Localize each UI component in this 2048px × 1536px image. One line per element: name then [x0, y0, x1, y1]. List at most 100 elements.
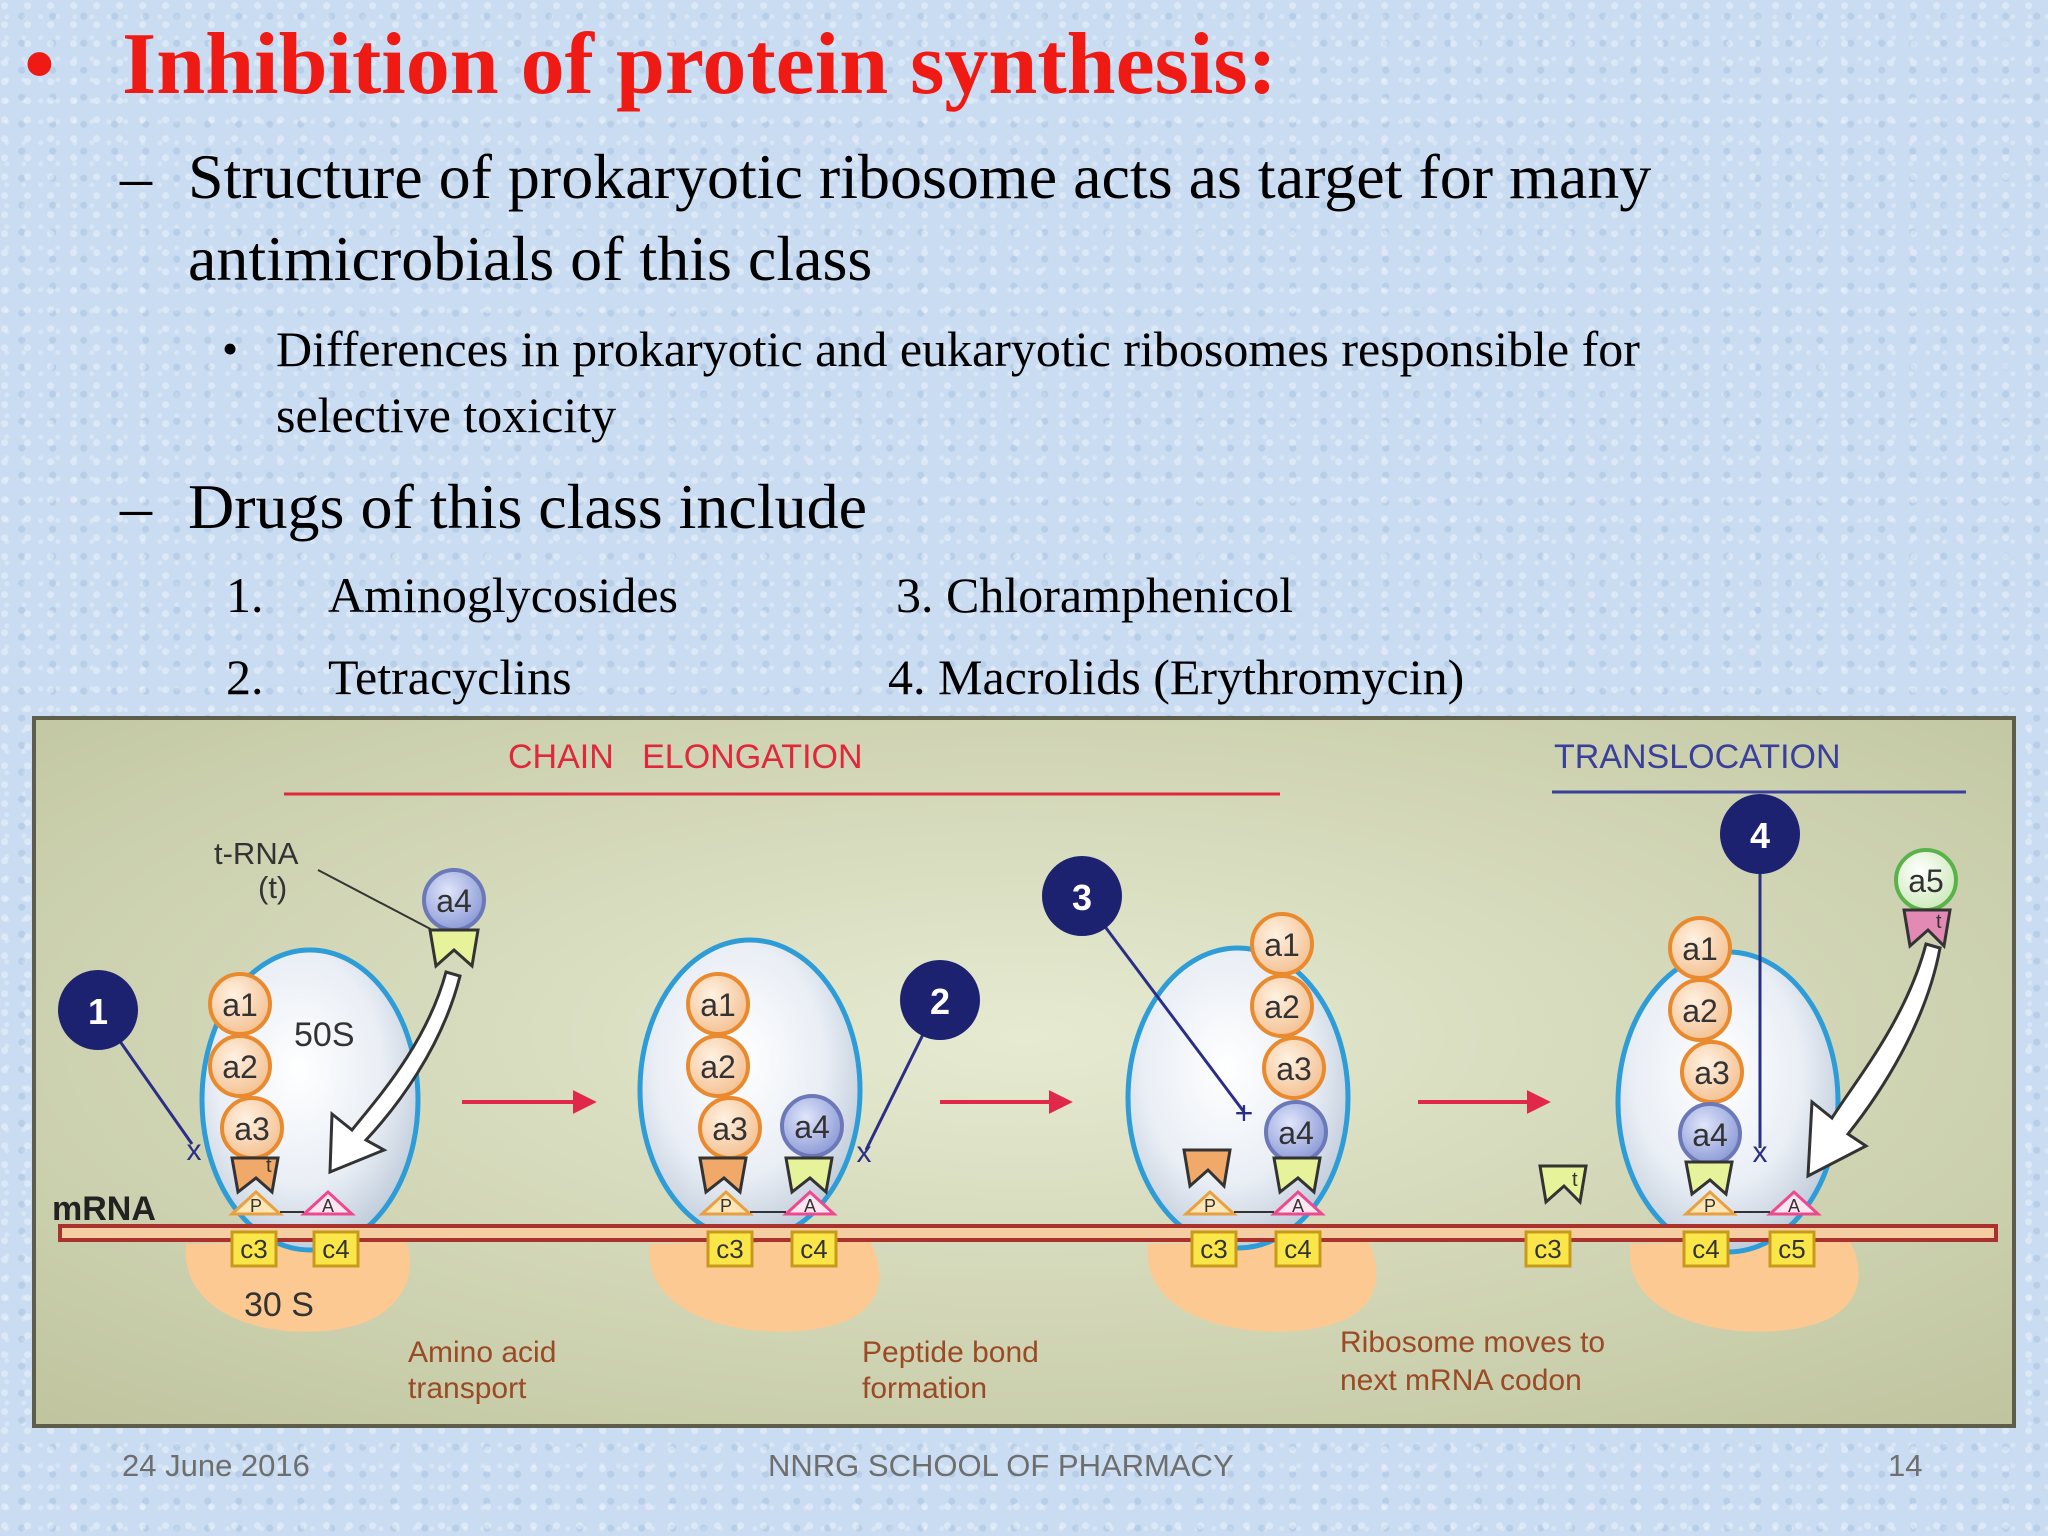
amino-acid-a4-label: a4 [794, 1109, 830, 1145]
codon-c4-2-label: c4 [800, 1234, 827, 1264]
heading-chain-elongation: CHAIN ELONGATION [508, 738, 863, 776]
title-bullet: • [24, 16, 55, 113]
amino-acid-a1-label: a1 [222, 987, 258, 1023]
codon-c5-4 [1768, 1230, 1816, 1268]
point-2-line-1: Drugs of this class include [188, 471, 867, 542]
amino-acid-a4 [780, 1094, 844, 1158]
site-a-2 [782, 1189, 838, 1216]
amino-acid-a4-label: a4 [1278, 1115, 1314, 1151]
step-4-number: 4 [1750, 815, 1770, 856]
site-a-1-label: A [322, 1196, 334, 1216]
site-a-4 [1766, 1189, 1822, 1216]
amino-acid-a3 [1680, 1040, 1744, 1104]
footer-page-number: 14 [1888, 1448, 1923, 1483]
block-mark-3: + [1235, 1095, 1254, 1131]
trna-a5-t-mark: t [1936, 911, 1942, 933]
amino-acid-a5-label: a5 [1908, 863, 1944, 899]
site-p-1 [228, 1189, 284, 1216]
codon-c5-4-label: c5 [1778, 1234, 1805, 1264]
trna-label: t-RNA [214, 836, 299, 871]
trna-exit-arrow-4 [1806, 942, 1942, 1179]
codon-c4-4-label: c4 [1692, 1234, 1719, 1264]
trna-p-site-4 [1684, 1160, 1734, 1197]
site-p-2 [698, 1189, 754, 1216]
trna-released [1538, 1164, 1588, 1206]
codon-c3-4-label: c3 [1534, 1234, 1561, 1264]
slide-title: •Inhibition of protein synthesis: [24, 14, 1277, 115]
codon-c3-4 [1524, 1230, 1572, 1268]
inhibitor-3-line [1080, 895, 1246, 1113]
block-mark-1: x [187, 1134, 202, 1167]
trna-released-t-mark: t [1572, 1169, 1578, 1191]
subpoint-marker: • [222, 323, 239, 374]
step-1-badge [58, 970, 138, 1050]
site-a-1 [300, 1189, 356, 1216]
amino-acid-a1-label: a1 [1264, 927, 1300, 963]
amino-acid-a2-label: a2 [222, 1049, 258, 1085]
site-p-4-label: P [1704, 1196, 1716, 1216]
amino-acid-a2-label: a2 [700, 1049, 736, 1085]
subunit-50s-label: 50S [294, 1016, 355, 1054]
codon-c3-1 [230, 1230, 278, 1268]
footer-date: 24 June 2016 [122, 1448, 310, 1483]
amino-acid-a2 [1668, 978, 1732, 1042]
amino-acid-a2 [1250, 974, 1314, 1038]
trna-p-site-1 [230, 1156, 280, 1195]
subpoint-line-2: selective toxicity [276, 387, 617, 443]
subpoint-line-1: Differences in prokaryotic and eukaryoti… [276, 321, 1640, 377]
amino-acid-a3-label: a3 [234, 1111, 270, 1147]
caption-step-3-line-1: Ribosome moves to [1340, 1326, 1605, 1359]
drug-4: 4. Macrolids (Erythromycin) [888, 649, 1465, 705]
site-a-4-label: A [1788, 1196, 1800, 1216]
subunit-30s-label: 30 S [244, 1286, 314, 1324]
drug-1-name: Aminoglycosides [328, 567, 678, 623]
codon-c4-1-label: c4 [322, 1234, 349, 1264]
ribosome-50s-2 [637, 937, 863, 1243]
site-a-3-label: A [1292, 1196, 1304, 1216]
block-mark-4: x [1753, 1136, 1768, 1169]
trna-p-site-2 [698, 1156, 748, 1195]
amino-acid-a3-label: a3 [1276, 1051, 1312, 1087]
point-2-marker: – [120, 471, 152, 542]
site-p-3 [1182, 1189, 1238, 1216]
trna-a-site-2 [784, 1156, 834, 1195]
codon-c4-2 [790, 1230, 838, 1268]
protein-synthesis-diagram: CHAIN ELONGATION TRANSLOCATION mRNA 50S … [32, 716, 2016, 1428]
amino-acid-a3 [1262, 1036, 1326, 1100]
amino-acid-a2-label: a2 [1682, 993, 1718, 1029]
trna-p-site-3 [1182, 1148, 1232, 1190]
block-mark-2: x [857, 1136, 872, 1169]
caption-step-3-line-2: next mRNA codon [1340, 1364, 1582, 1397]
mrna-label: mRNA [52, 1190, 156, 1228]
site-p-2-label: P [720, 1196, 732, 1216]
drug-2-name: Tetracyclins [328, 649, 572, 705]
codon-c3-3 [1190, 1230, 1238, 1268]
site-p-3-label: P [1204, 1196, 1216, 1216]
amino-acid-a1-label: a1 [700, 987, 736, 1023]
codon-c4-3-label: c4 [1284, 1234, 1311, 1264]
caption-step-2-line-2: formation [862, 1372, 987, 1405]
step-3-number: 3 [1072, 877, 1092, 918]
point-1-line-2: antimicrobials of this class [188, 223, 873, 294]
heading-translocation: TRANSLOCATION [1554, 738, 1841, 776]
mrna-strand [58, 1224, 1998, 1242]
amino-acid-a4-label: a4 [1692, 1117, 1728, 1153]
amino-acid-a4-label: a4 [436, 883, 472, 919]
codon-c3-2 [706, 1230, 754, 1268]
point-1-line-1: Structure of prokaryotic ribosome acts a… [188, 141, 1652, 212]
site-p-4 [1682, 1189, 1738, 1216]
trna-t-mark-1: t [266, 1155, 272, 1177]
trna-incoming [428, 928, 480, 969]
caption-step-2-line-1: Peptide bond [862, 1336, 1039, 1369]
step-4-badge [1720, 794, 1800, 874]
trna-entry-arrow-1 [328, 970, 462, 1175]
amino-acid-a2 [686, 1034, 750, 1098]
site-p-1-label: P [250, 1196, 262, 1216]
step-2-number: 2 [930, 981, 950, 1022]
amino-acid-a3-label: a3 [712, 1111, 748, 1147]
codon-c4-3 [1274, 1230, 1322, 1268]
point-1-marker: – [120, 141, 152, 212]
caption-step-1-line-2: transport [408, 1372, 527, 1405]
codon-c4-4 [1682, 1230, 1730, 1268]
step-3-badge [1042, 856, 1122, 936]
